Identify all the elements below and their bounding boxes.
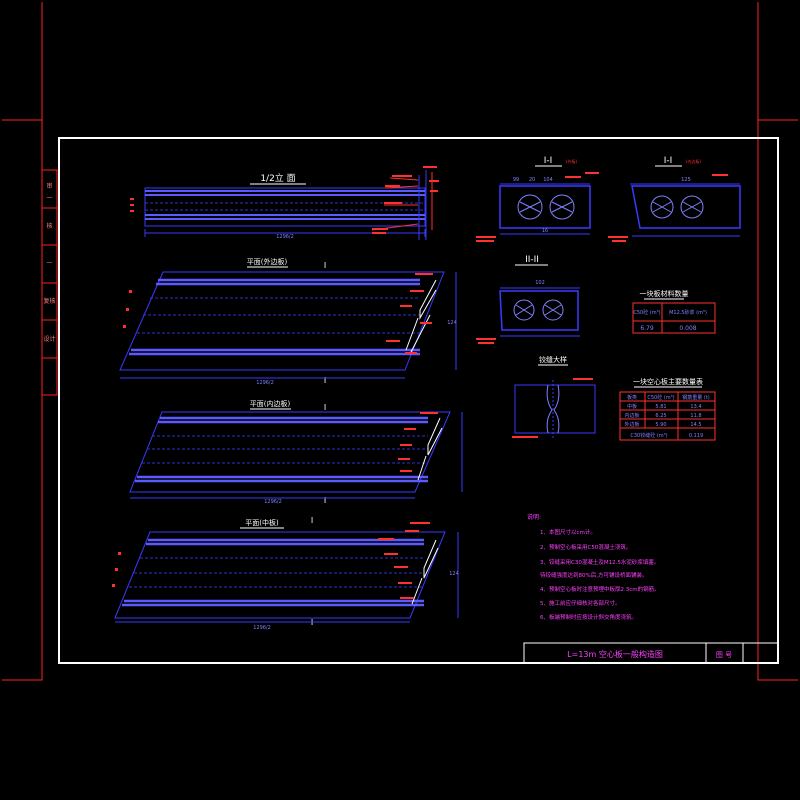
table-one-value-2: 0.008 — [679, 325, 696, 332]
table-two-r3-c2: 5.90 — [655, 422, 666, 428]
strip-label-3: 核 — [46, 222, 52, 230]
sec-dim-e: 125 — [681, 177, 691, 183]
plan-inner-view: 平面(内边板) I I 1296/2 — [129, 399, 463, 505]
title-text: L=13m 空心板一般构造图 — [567, 649, 663, 659]
section-outer: I-I (外板) 99 20 104 16 — [476, 156, 599, 242]
strip-label-6: 设计 — [43, 335, 55, 343]
table-two-r1-c2: 5.81 — [655, 404, 666, 410]
plan-middle-width-dim: 124 — [449, 571, 459, 577]
plan-middle-title: 平面(中板) — [245, 518, 279, 527]
table-one-head-2: M12.5砂浆 (m³) — [669, 309, 707, 316]
outer-trim-marks — [2, 2, 798, 681]
table-two-r1-c1: 中板 — [627, 403, 637, 410]
plan-outer-length-dim: 1296/2 — [256, 380, 274, 386]
sec-dim-b: 20 — [529, 177, 535, 183]
table-two-head-3: 钢筋重量 (t) — [682, 394, 710, 401]
note-1: 1、本图尺寸以cm计。 — [540, 528, 596, 536]
plan-middle-view: 平面(中板) I I 1296/2 124 — [112, 516, 459, 631]
table-two-r2-c3: 11.8 — [690, 413, 701, 419]
note-4: 4、预制空心板时注意预埋中板厚2.3cm的钢筋。 — [540, 585, 660, 593]
table-two-r3-c1: 外边板 — [624, 421, 639, 428]
sheet-number-label: 图 号 — [716, 651, 732, 659]
table-one-value-1: 6.79 — [640, 325, 654, 332]
plan-outer-title: 平面(外边板) — [247, 257, 288, 266]
sec-dim-c: 104 — [543, 177, 553, 183]
table-two-title: 一块空心板主要数量表 — [633, 377, 703, 386]
note-2: 2、预制空心板采用C50混凝土浇筑。 — [540, 543, 631, 551]
section-mark-b2: I — [324, 496, 326, 505]
section-inner-title: I-I — [664, 156, 673, 166]
plan-inner-title: 平面(内边板) — [250, 399, 291, 408]
section-mark-a1: I — [324, 261, 326, 270]
drawing-frame — [58, 137, 779, 664]
note-6: 6、板端预制时应按设计斜交角度浇筑。 — [540, 613, 637, 621]
left-title-strip: 审 一 核 一 复核 设计 — [41, 169, 58, 396]
table-two-head-2: C50砼 (m³) — [647, 394, 674, 401]
elevation-view: 1/2立 面 1296/2 — [130, 166, 439, 240]
hinge-detail-title: 铰缝大样 — [539, 355, 567, 364]
note-5: 5、施工前应仔细核对各部尺寸。 — [540, 599, 621, 607]
plan-outer-view: 平面(外边板) I I 1296/2 124 — [119, 257, 457, 386]
strip-label-1: 审 — [46, 182, 52, 190]
table-two-r2-c2: 6.25 — [655, 413, 666, 419]
section-inner: I-I (内边板) 125 — [608, 156, 741, 242]
table-two-r3-c3: 14.5 — [690, 422, 701, 428]
table-two-r2-c1: 内边板 — [624, 412, 639, 419]
note-3: 3、铰缝采用C30混凝土及M12.5水泥砂浆填塞。 — [540, 558, 659, 566]
table-one-title: 一块板材料数量 — [640, 289, 689, 298]
strip-label-5: 复核 — [43, 297, 55, 305]
note-3b: 待铰缝强度达到80%后,方可铺设桥面铺装。 — [540, 571, 647, 579]
table-two-r1-c3: 13.4 — [690, 404, 701, 410]
material-table-one: 一块板材料数量 C50砼 (m³) M12.5砂浆 (m³) 6.79 0.00… — [632, 289, 716, 334]
strip-label-2: 一 — [46, 195, 52, 202]
section-mark-b1: I — [324, 403, 326, 412]
hinge-detail: 铰缝大样 — [512, 355, 596, 438]
sec-dim-a: 99 — [513, 177, 519, 183]
table-two-extra-value: 0.119 — [689, 433, 703, 439]
sec-dim-f: 102 — [535, 280, 545, 286]
section-middle-title: II-II — [525, 255, 539, 265]
section-mark-c1: I — [311, 516, 313, 525]
section-mark-a2: I — [324, 376, 326, 385]
elevation-title: 1/2立 面 — [260, 172, 295, 184]
strip-label-4: 一 — [46, 260, 52, 267]
plan-outer-width-dim: 124 — [447, 320, 457, 326]
section-outer-note: (外板) — [566, 158, 578, 164]
title-block: L=13m 空心板一般构造图 图 号 — [523, 642, 779, 664]
table-two-extra-label: C30铰缝砼 (m³) — [630, 432, 667, 439]
plan-inner-length-dim: 1296/2 — [264, 499, 282, 505]
plan-middle-length-dim: 1296/2 — [253, 625, 271, 631]
table-one-head-1: C50砼 (m³) — [633, 309, 660, 316]
sec-dim-d: 16 — [542, 228, 548, 234]
section-outer-title: I-I — [544, 156, 553, 166]
notes-block: 说明: 1、本图尺寸以cm计。 2、预制空心板采用C50混凝土浇筑。 3、铰缝采… — [527, 513, 660, 621]
notes-heading: 说明: — [527, 513, 541, 521]
table-two-head-1: 板类 — [627, 394, 637, 401]
section-middle: II-II 102 — [476, 255, 580, 344]
section-inner-note: (内边板) — [686, 158, 702, 164]
material-table-two: 一块空心板主要数量表 板类 C50砼 (m³) 钢筋重量 (t) 中板 5.81… — [619, 377, 716, 441]
elevation-length-dim: 1296/2 — [276, 234, 294, 240]
